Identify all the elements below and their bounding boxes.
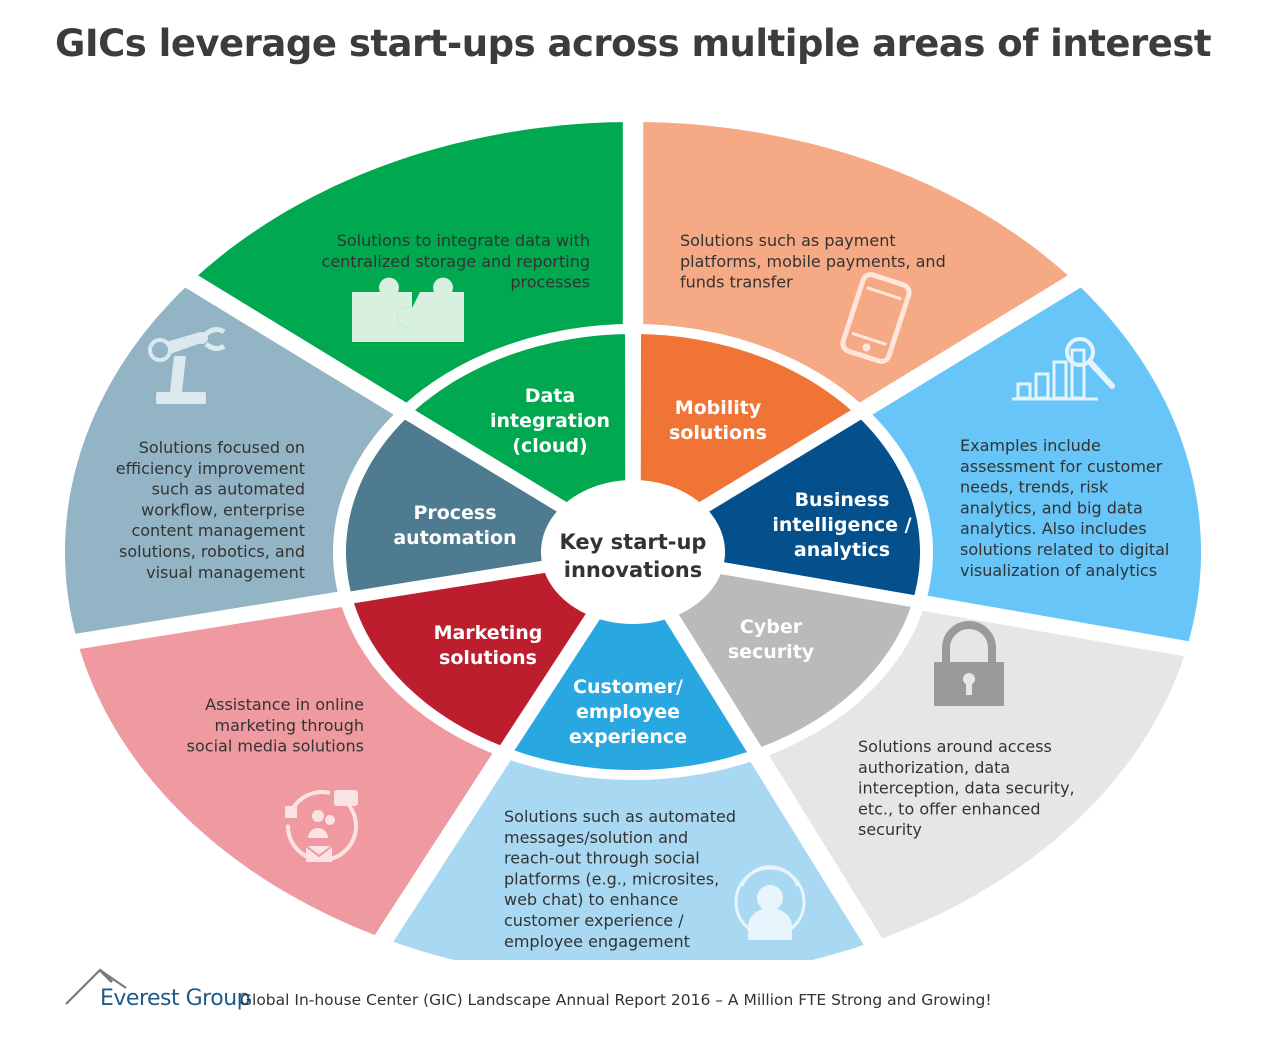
- description-customer-experience-line: employee engagement: [504, 932, 690, 951]
- inner-label-customer-experience: Customer/employee experience: [569, 676, 687, 748]
- analytics-chart-icon: [1012, 337, 1115, 401]
- description-mobility-line: funds transfer: [680, 273, 793, 292]
- description-mobility-line: platforms, mobile payments, and: [680, 252, 946, 271]
- description-customer-experience-line: reach-out through social: [504, 849, 700, 868]
- description-business-intelligence-line: needs, trends, risk: [960, 478, 1109, 497]
- inner-label-business-intelligence-line: Business: [795, 489, 890, 511]
- inner-label-customer-experience-line: experience: [569, 726, 687, 748]
- description-customer-experience-line: Solutions such as automated: [504, 807, 736, 826]
- everest-mountain-logo-icon: [65, 968, 127, 1005]
- inner-label-process-automation-line: Process: [413, 502, 496, 524]
- description-marketing: Assistance in online marketing through soc…: [187, 695, 364, 756]
- description-marketing-line: marketing through: [215, 716, 364, 735]
- inner-segment-customer-experience: [514, 619, 747, 770]
- outer-segment-customer-experience: [393, 760, 864, 960]
- inner-segment-process-automation: [346, 419, 557, 592]
- center-label-line: innovations: [564, 558, 703, 582]
- inner-label-data-integration-line: integration: [490, 410, 610, 432]
- inner-segment-business-intelligence: [709, 419, 920, 596]
- inner-label-data-integration-line: Data: [525, 385, 576, 407]
- padlock-icon: [934, 621, 1004, 706]
- description-cyber-security: Solutions around access authorization, da…: [858, 737, 1075, 839]
- inner-segment-mobility: [640, 334, 851, 503]
- puzzle-icon: [352, 277, 464, 342]
- inner-label-cyber-security-line: security: [728, 641, 815, 663]
- description-process-automation-line: workflow, enterprise: [141, 500, 305, 519]
- inner-label-data-integration-line: (cloud): [512, 435, 587, 457]
- center-label: Key start-up innovations: [560, 530, 707, 582]
- inner-label-marketing: Marketing solutions: [434, 622, 543, 669]
- inner-label-data-integration: Data integration (cloud): [490, 385, 610, 457]
- description-process-automation-line: such as automated: [152, 480, 305, 499]
- center-hub: [549, 488, 717, 616]
- outer-segment-process-automation: [65, 287, 394, 634]
- innovation-wheel-diagram: Key start-up innovations Data integration (c…: [65, 122, 1201, 960]
- robot-arm-icon: [148, 326, 226, 404]
- footer-report-title: Global In-house Center (GIC) Landscape A…: [240, 991, 992, 1009]
- description-business-intelligence-line: analytics, and big data: [960, 498, 1143, 517]
- description-mobility: Solutions such as payment platforms, mobi…: [680, 231, 946, 292]
- description-business-intelligence-line: assessment for customer: [960, 457, 1163, 476]
- description-process-automation-line: solutions, robotics, and: [119, 542, 305, 561]
- page-title: GICs leverage start-ups across multiple …: [54, 22, 1212, 65]
- inner-label-marketing-line: solutions: [439, 647, 537, 669]
- description-business-intelligence-line: Examples include: [960, 436, 1101, 455]
- description-process-automation-line: visual management: [146, 563, 305, 582]
- social-media-icon: [285, 790, 358, 862]
- inner-label-mobility-line: solutions: [669, 422, 767, 444]
- description-customer-experience-line: customer experience /: [504, 911, 684, 930]
- description-process-automation-line: efficiency improvement: [116, 459, 305, 478]
- inner-segment-data-integration: [415, 334, 626, 503]
- description-data-integration-line: centralized storage and reporting: [322, 252, 590, 271]
- inner-label-mobility: Mobility solutions: [669, 397, 767, 444]
- outer-segment-marketing: [79, 607, 493, 935]
- description-marketing-line: Assistance in online: [205, 695, 364, 714]
- inner-label-cyber-security-line: Cyber: [740, 616, 803, 638]
- description-cyber-security-line: authorization, data: [858, 758, 1010, 777]
- description-mobility-line: Solutions such as payment: [680, 231, 896, 250]
- inner-label-process-automation: Process automation: [393, 502, 516, 549]
- outer-segment-data-integration: [198, 122, 623, 403]
- inner-label-process-automation-line: automation: [393, 527, 516, 549]
- inner-segment-cyber-security: [678, 574, 911, 747]
- center-label-line: Key start-up: [560, 530, 707, 554]
- description-marketing-line: social media solutions: [187, 737, 364, 756]
- inner-label-business-intelligence-line: intelligence /: [772, 514, 911, 536]
- description-customer-experience-line: platforms (e.g., microsites,: [504, 869, 719, 888]
- outer-segment-cyber-security: [769, 610, 1184, 939]
- description-cyber-security-line: interception, data security,: [858, 779, 1075, 798]
- description-business-intelligence-line: visualization of analytics: [960, 561, 1157, 580]
- footer-brand: Everest Group: [100, 986, 251, 1011]
- footer: Everest Group Global In-house Center (GI…: [64, 966, 1214, 1026]
- user-broadcast-icon: [734, 865, 806, 940]
- description-cyber-security-line: Solutions around access: [858, 737, 1052, 756]
- inner-label-marketing-line: Marketing: [434, 622, 543, 644]
- description-cyber-security-line: etc., to offer enhanced: [858, 799, 1041, 818]
- inner-label-mobility-line: Mobility: [675, 397, 762, 419]
- description-data-integration: Solutions to integrate data with centrali…: [322, 231, 590, 292]
- inner-label-cyber-security: Cyber security: [728, 616, 815, 663]
- smartphone-icon: [840, 272, 912, 364]
- description-business-intelligence-line: solutions related to digital: [960, 540, 1169, 559]
- description-cyber-security-line: security: [858, 820, 922, 839]
- description-customer-experience: Solutions such as automated messages/solu…: [504, 807, 736, 951]
- outer-segment-business-intelligence: [872, 287, 1201, 642]
- description-process-automation-line: Solutions focused on: [139, 438, 305, 457]
- inner-label-business-intelligence: Business intelligence / analytics: [772, 489, 911, 561]
- inner-label-business-intelligence-line: analytics: [794, 539, 890, 561]
- inner-label-customer-experience-line: Customer/: [573, 676, 683, 698]
- description-process-automation-line: content management: [131, 521, 305, 540]
- description-business-intelligence-line: analytics. Also includes: [960, 519, 1147, 538]
- description-data-integration-line: processes: [510, 273, 590, 292]
- inner-segment-marketing: [354, 572, 586, 746]
- description-customer-experience-line: messages/solution and: [504, 828, 688, 847]
- description-business-intelligence: Examples include assessment for customer n…: [960, 436, 1169, 580]
- description-process-automation: Solutions focused on efficiency improveme…: [116, 438, 305, 582]
- description-data-integration-line: Solutions to integrate data with: [337, 231, 590, 250]
- outer-segment-mobility: [643, 122, 1068, 403]
- inner-label-customer-experience-line: employee: [576, 701, 680, 723]
- description-customer-experience-line: web chat) to enhance: [504, 890, 678, 909]
